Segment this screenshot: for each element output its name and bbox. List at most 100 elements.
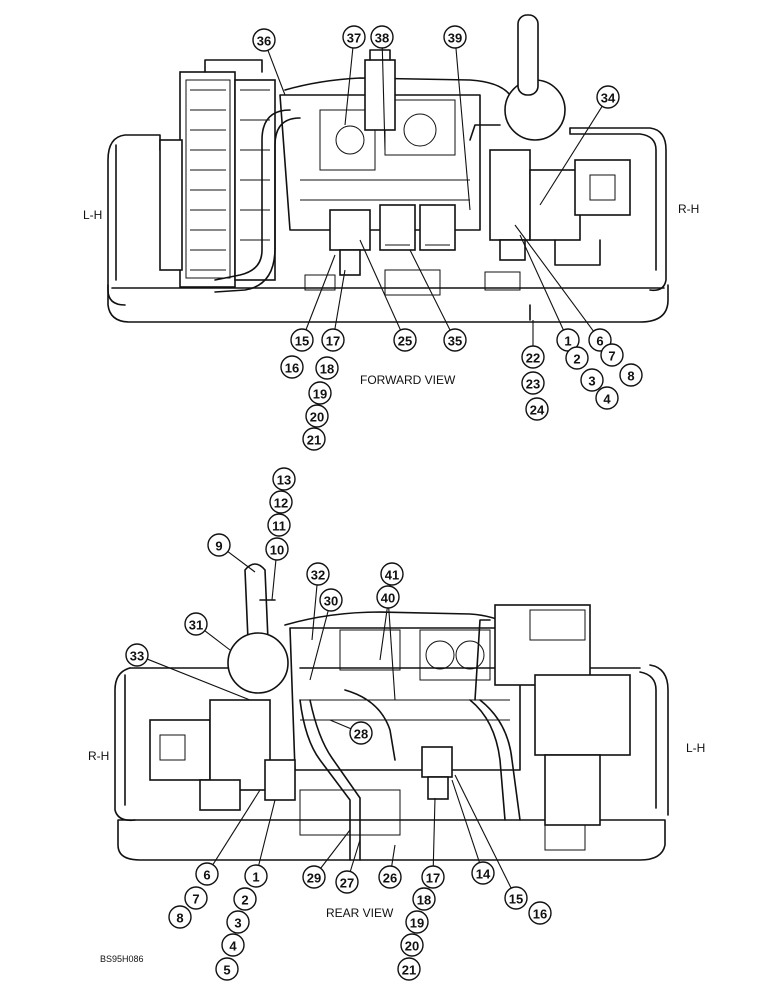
callout-number: 14 <box>476 867 491 882</box>
callout-number: 7 <box>608 349 615 364</box>
forward-view-drawing <box>107 14 669 323</box>
callout-circle <box>397 957 421 981</box>
callout-number: 31 <box>189 618 203 633</box>
callout-circle <box>421 865 445 889</box>
callout-number: 4 <box>229 939 237 954</box>
callout-number: 5 <box>223 963 230 978</box>
callout-number: 11 <box>272 519 286 534</box>
callout-circle <box>600 343 624 367</box>
callout-rear-29: 29 <box>302 865 326 889</box>
callout-rear-41: 41 <box>380 562 404 586</box>
callout-rear-8: 8 <box>168 905 192 929</box>
callout-number: 21 <box>402 963 416 978</box>
callout-leader <box>227 551 256 573</box>
callout-number: 3 <box>234 916 241 931</box>
callout-number: 1 <box>564 334 571 349</box>
callout-circle <box>226 910 250 934</box>
callout-number: 17 <box>326 334 340 349</box>
callout-rear-18: 18 <box>412 887 436 911</box>
callout-leader <box>519 234 564 331</box>
callout-rear-20: 20 <box>400 933 424 957</box>
callout-rear-26: 26 <box>378 865 402 889</box>
callout-circle <box>504 886 528 910</box>
callout-forward-38: 38 <box>370 25 394 49</box>
callout-leader <box>334 269 346 330</box>
callout-rear-2: 2 <box>233 887 257 911</box>
callout-leader <box>311 584 318 641</box>
callout-circle <box>305 404 329 428</box>
callout-number: 8 <box>627 369 634 384</box>
callout-circle <box>335 870 359 894</box>
callout-circle <box>168 905 192 929</box>
callout-circle <box>184 886 208 910</box>
callout-leader <box>271 559 277 601</box>
callout-leader <box>147 658 251 701</box>
callout-circle <box>221 933 245 957</box>
callout-leader <box>309 610 329 681</box>
callout-leader <box>409 249 451 331</box>
callout-circle <box>528 901 552 925</box>
callout-leader <box>305 254 336 330</box>
callout-circle <box>290 328 314 352</box>
forward-left-side-label: L-H <box>83 208 102 222</box>
callout-forward-37: 37 <box>342 25 366 49</box>
callout-number: 22 <box>526 351 540 366</box>
callout-circle <box>380 562 404 586</box>
callout-circle <box>302 865 326 889</box>
callout-number: 18 <box>417 893 431 908</box>
rear-left-side-label: R-H <box>88 749 109 763</box>
callout-circle <box>125 643 149 667</box>
callout-circle <box>184 612 208 636</box>
callout-leader <box>349 839 361 872</box>
callout-circle <box>400 933 424 957</box>
forward-view-caption: FORWARD VIEW <box>360 373 456 387</box>
callout-number: 26 <box>383 871 397 886</box>
callout-number: 12 <box>274 496 288 511</box>
callout-number: 15 <box>509 892 523 907</box>
callout-number: 20 <box>405 939 419 954</box>
callout-circle <box>412 887 436 911</box>
callout-leader <box>432 797 436 867</box>
callout-forward-19: 19 <box>308 381 332 405</box>
callout-rear-27: 27 <box>335 870 359 894</box>
callout-number: 38 <box>375 31 389 46</box>
callout-number: 6 <box>203 868 210 883</box>
callout-number: 7 <box>192 892 199 907</box>
callout-circle <box>525 397 549 421</box>
callout-circle <box>393 328 417 352</box>
callout-forward-7: 7 <box>600 343 624 367</box>
callout-rear-5: 5 <box>215 957 239 981</box>
callout-forward-17: 17 <box>321 328 345 352</box>
callout-forward-22: 22 <box>521 345 545 369</box>
callout-circle <box>252 28 276 52</box>
callout-rear-30: 30 <box>319 588 343 612</box>
callout-leader <box>204 630 231 651</box>
callout-leader <box>514 224 594 332</box>
callout-number: 29 <box>307 871 321 886</box>
callout-rear-40: 40 <box>376 585 400 609</box>
callout-number: 41 <box>385 568 399 583</box>
callout-number: 23 <box>526 377 540 392</box>
callout-circle <box>376 585 400 609</box>
callout-leader <box>381 47 386 151</box>
callout-number: 9 <box>215 539 222 554</box>
callout-number: 20 <box>310 410 324 425</box>
callout-rear-17: 17 <box>421 865 445 889</box>
callout-circle <box>280 355 304 379</box>
callout-forward-8: 8 <box>619 363 643 387</box>
rear-right-side-label: L-H <box>686 741 705 755</box>
callout-leader <box>539 106 603 206</box>
callout-number: 30 <box>324 594 338 609</box>
callout-forward-23: 23 <box>521 371 545 395</box>
callout-rear-33: 33 <box>125 643 149 667</box>
callout-number: 39 <box>448 31 462 46</box>
callout-circle <box>321 328 345 352</box>
callout-number: 19 <box>410 916 424 931</box>
callout-leader <box>320 829 351 869</box>
callout-rear-32: 32 <box>306 562 330 586</box>
callout-forward-34: 34 <box>596 85 620 109</box>
callout-rear-6: 6 <box>195 862 219 886</box>
callout-circle <box>443 328 467 352</box>
callout-forward-35: 35 <box>443 328 467 352</box>
callout-leader <box>391 844 396 867</box>
